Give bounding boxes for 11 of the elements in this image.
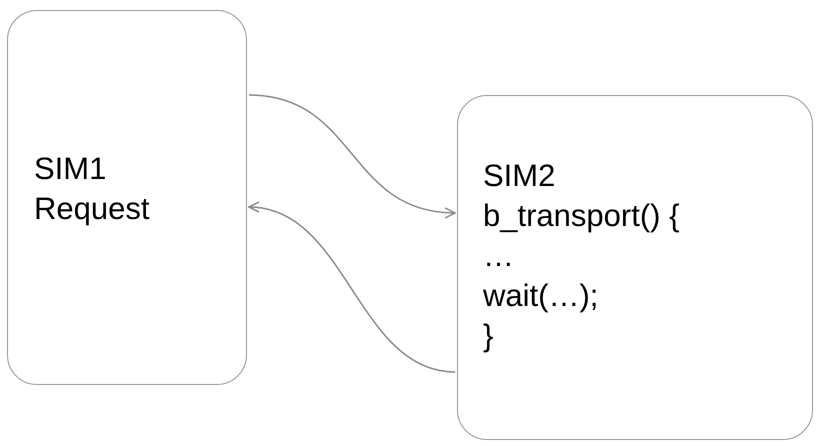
curved-arrow: [248, 202, 456, 373]
box-title: SIM1: [34, 150, 108, 188]
box-text: b_transport() {: [483, 197, 680, 235]
box-title: SIM2: [483, 157, 556, 195]
box-text: }: [483, 317, 494, 355]
rounded-box: [457, 95, 813, 440]
rounded-box: [7, 10, 247, 385]
box-text: wait(…);: [483, 277, 600, 315]
box-text: Request: [34, 190, 150, 228]
box-text: …: [483, 237, 515, 275]
curved-arrow: [248, 94, 456, 218]
